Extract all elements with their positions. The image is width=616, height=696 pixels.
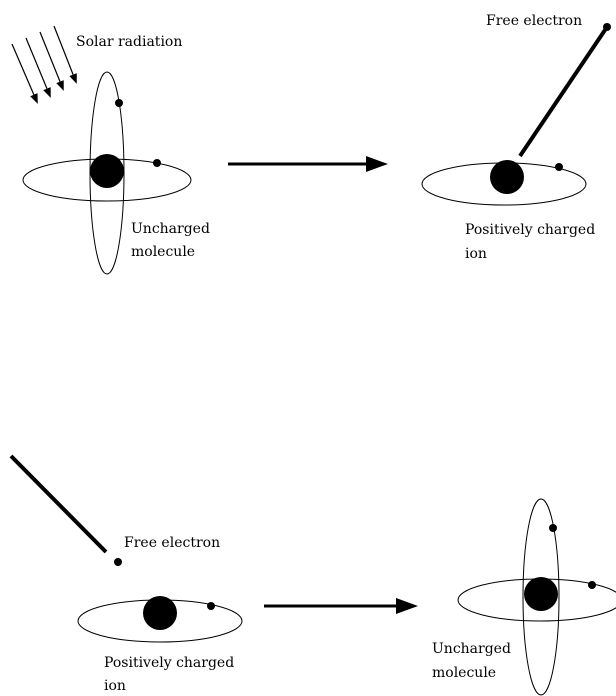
free-electron-label-bottom: Free electron bbox=[124, 535, 220, 551]
vertical-orbit bbox=[89, 71, 125, 275]
electron bbox=[207, 602, 215, 610]
electron-path bbox=[9, 454, 108, 554]
electron bbox=[549, 524, 557, 532]
uncharged-molecule-top bbox=[22, 71, 192, 275]
electron-path bbox=[518, 28, 607, 158]
electron bbox=[555, 163, 563, 171]
positive-ion-bottom bbox=[77, 596, 243, 643]
process-arrow-top bbox=[228, 156, 388, 172]
free-electron-top bbox=[518, 23, 611, 158]
vertical-orbit bbox=[522, 498, 560, 696]
positive-ion-label-line1-bottom: Positively charged bbox=[104, 655, 234, 671]
nucleus bbox=[524, 577, 558, 611]
positive-ion-label-line2-top: ion bbox=[465, 246, 487, 262]
electron bbox=[588, 581, 596, 589]
uncharged-molecule-label-line2-bottom: molecule bbox=[432, 665, 496, 681]
radiation-ray bbox=[11, 43, 38, 104]
uncharged-molecule-bottom bbox=[457, 498, 616, 696]
solar-radiation-rays bbox=[11, 25, 77, 104]
electron bbox=[603, 23, 611, 31]
positive-ion-label-line2-bottom: ion bbox=[104, 678, 126, 694]
radiation-ray bbox=[53, 25, 77, 84]
solar-radiation-label: Solar radiation bbox=[76, 34, 182, 50]
electron bbox=[114, 558, 122, 566]
process-arrow-bottom bbox=[264, 598, 418, 614]
uncharged-molecule-label-line1: Uncharged bbox=[131, 221, 210, 237]
uncharged-molecule-label-line2: molecule bbox=[131, 244, 195, 260]
free-electron-label-top: Free electron bbox=[486, 13, 582, 29]
nucleus bbox=[90, 154, 124, 188]
positive-ion-label-line1-top: Positively charged bbox=[465, 222, 595, 238]
radiation-ray bbox=[25, 37, 51, 98]
radiation-ray bbox=[39, 31, 64, 91]
nucleus bbox=[490, 160, 524, 194]
free-electron-bottom bbox=[9, 454, 122, 566]
positive-ion-top bbox=[421, 160, 587, 206]
uncharged-molecule-label-line1-bottom: Uncharged bbox=[432, 641, 511, 657]
electron bbox=[115, 99, 123, 107]
nucleus bbox=[143, 596, 177, 630]
electron bbox=[153, 159, 161, 167]
